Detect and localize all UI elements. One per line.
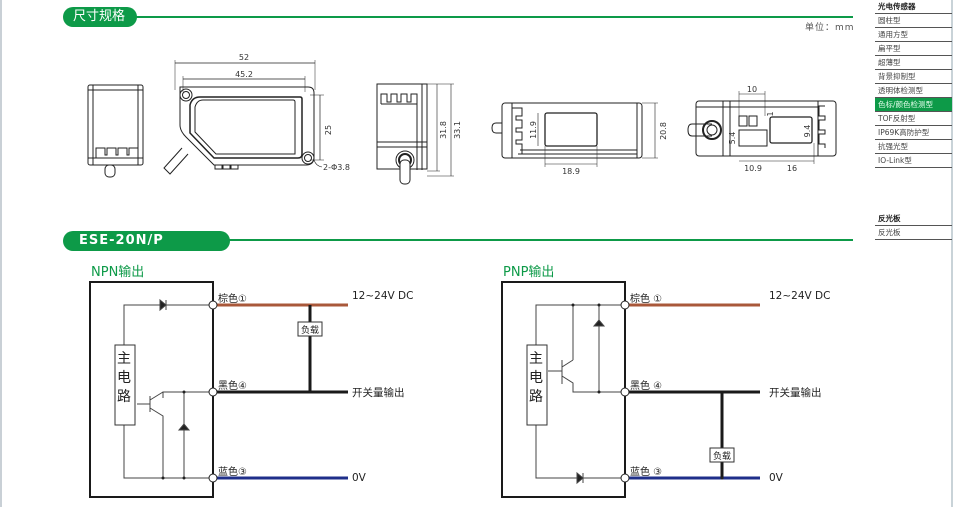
sidebar-item[interactable]: 透明体检测型 [875,84,952,98]
npn-wire-black: 黑色④ [218,381,247,392]
npn-load-label: 负载 [301,324,319,336]
dim-width-total: 52 [239,53,249,62]
dim-window-width: 18.9 [562,167,580,176]
pnp-load-label: 负载 [713,450,731,462]
front-view [163,60,324,175]
reflector-sidebar: 反光板 反光板 [875,212,952,240]
sidebar-item[interactable]: IP69K高防护型 [875,126,952,140]
sidebar-item[interactable]: 通用方型 [875,28,952,42]
section-title-model: ESE-20N/P [63,231,230,251]
pnp-circuit: 负载 [501,281,760,498]
npn-supply-label: 12~24V DC [352,290,414,302]
npn-main-circuit-label: 主电路 [117,351,131,405]
dim-top-width: 10 [747,85,757,94]
sidebar-item[interactable]: 抗强光型 [875,140,952,154]
dim-lens-offset: 10.9 [744,164,762,173]
dim-hole-note: 2-Φ3.8 [323,163,350,172]
pnp-wire-black: 黑色 ④ [630,381,663,392]
sidebar-item[interactable]: 色标/颜色检测型 [875,98,952,112]
npn-circuit: 负载 [89,281,348,498]
dim-window-height: 11.9 [529,121,538,139]
pnp-wire-blue: 蓝色 ③ [630,467,663,478]
section-divider [229,239,853,241]
sidebar-item[interactable]: 圆柱型 [875,14,952,28]
unit-label: 单位：mm [805,23,855,33]
dim-hole-spacing: 45.2 [235,70,253,79]
npn-output-label: 开关量输出 [352,387,405,399]
pnp-ground-label: 0V [769,472,783,484]
pnp-title: PNP输出 [503,265,555,280]
dim-lens-height-b: 9.4 [803,125,812,138]
bottom-view-1 [491,102,658,167]
page-scrollbar[interactable] [951,0,953,507]
section-title-dimensions: 尺寸规格 [63,7,137,27]
pnp-main-circuit-label: 主电路 [529,351,543,405]
npn-wire-brown: 棕色① [218,294,247,305]
sidebar-item[interactable]: IO-Link型 [875,154,952,168]
dimension-drawing: 52 45.2 25 2-Φ3.8 31.8 33.1 11.9 18.9 20… [87,53,837,185]
bottom-view-2 [687,91,837,164]
sidebar-reflector-item[interactable]: 反光板 [875,226,952,240]
side-view-1 [87,84,144,178]
npn-title: NPN输出 [91,265,145,280]
dim-depth-outer: 33.1 [453,121,462,139]
dim-height: 25 [324,125,333,135]
sidebar-item[interactable]: TOF反射型 [875,112,952,126]
dim-lens-width: 16 [787,164,797,173]
npn-wire-blue: 蓝色③ [218,467,247,478]
dim-body-height: 20.8 [659,122,668,140]
dim-depth-inner: 31.8 [439,121,448,139]
section-divider [135,16,853,18]
pnp-supply-label: 12~24V DC [769,290,831,302]
sidebar-item[interactable]: 扁平型 [875,42,952,56]
dim-lens-height-a: 5.4 [728,132,737,145]
end-view [376,83,454,185]
sidebar-item[interactable]: 背景抑制型 [875,70,952,84]
dim-small: 1 [766,111,775,116]
npn-ground-label: 0V [352,472,366,484]
left-border [0,0,2,507]
sidebar-item[interactable]: 超薄型 [875,56,952,70]
pnp-wire-brown: 棕色 ① [630,294,663,305]
pnp-output-label: 开关量输出 [769,387,822,399]
sidebar-heading-photoelectric: 光电传感器 [875,0,952,14]
sidebar-heading-reflector: 反光板 [875,212,952,226]
